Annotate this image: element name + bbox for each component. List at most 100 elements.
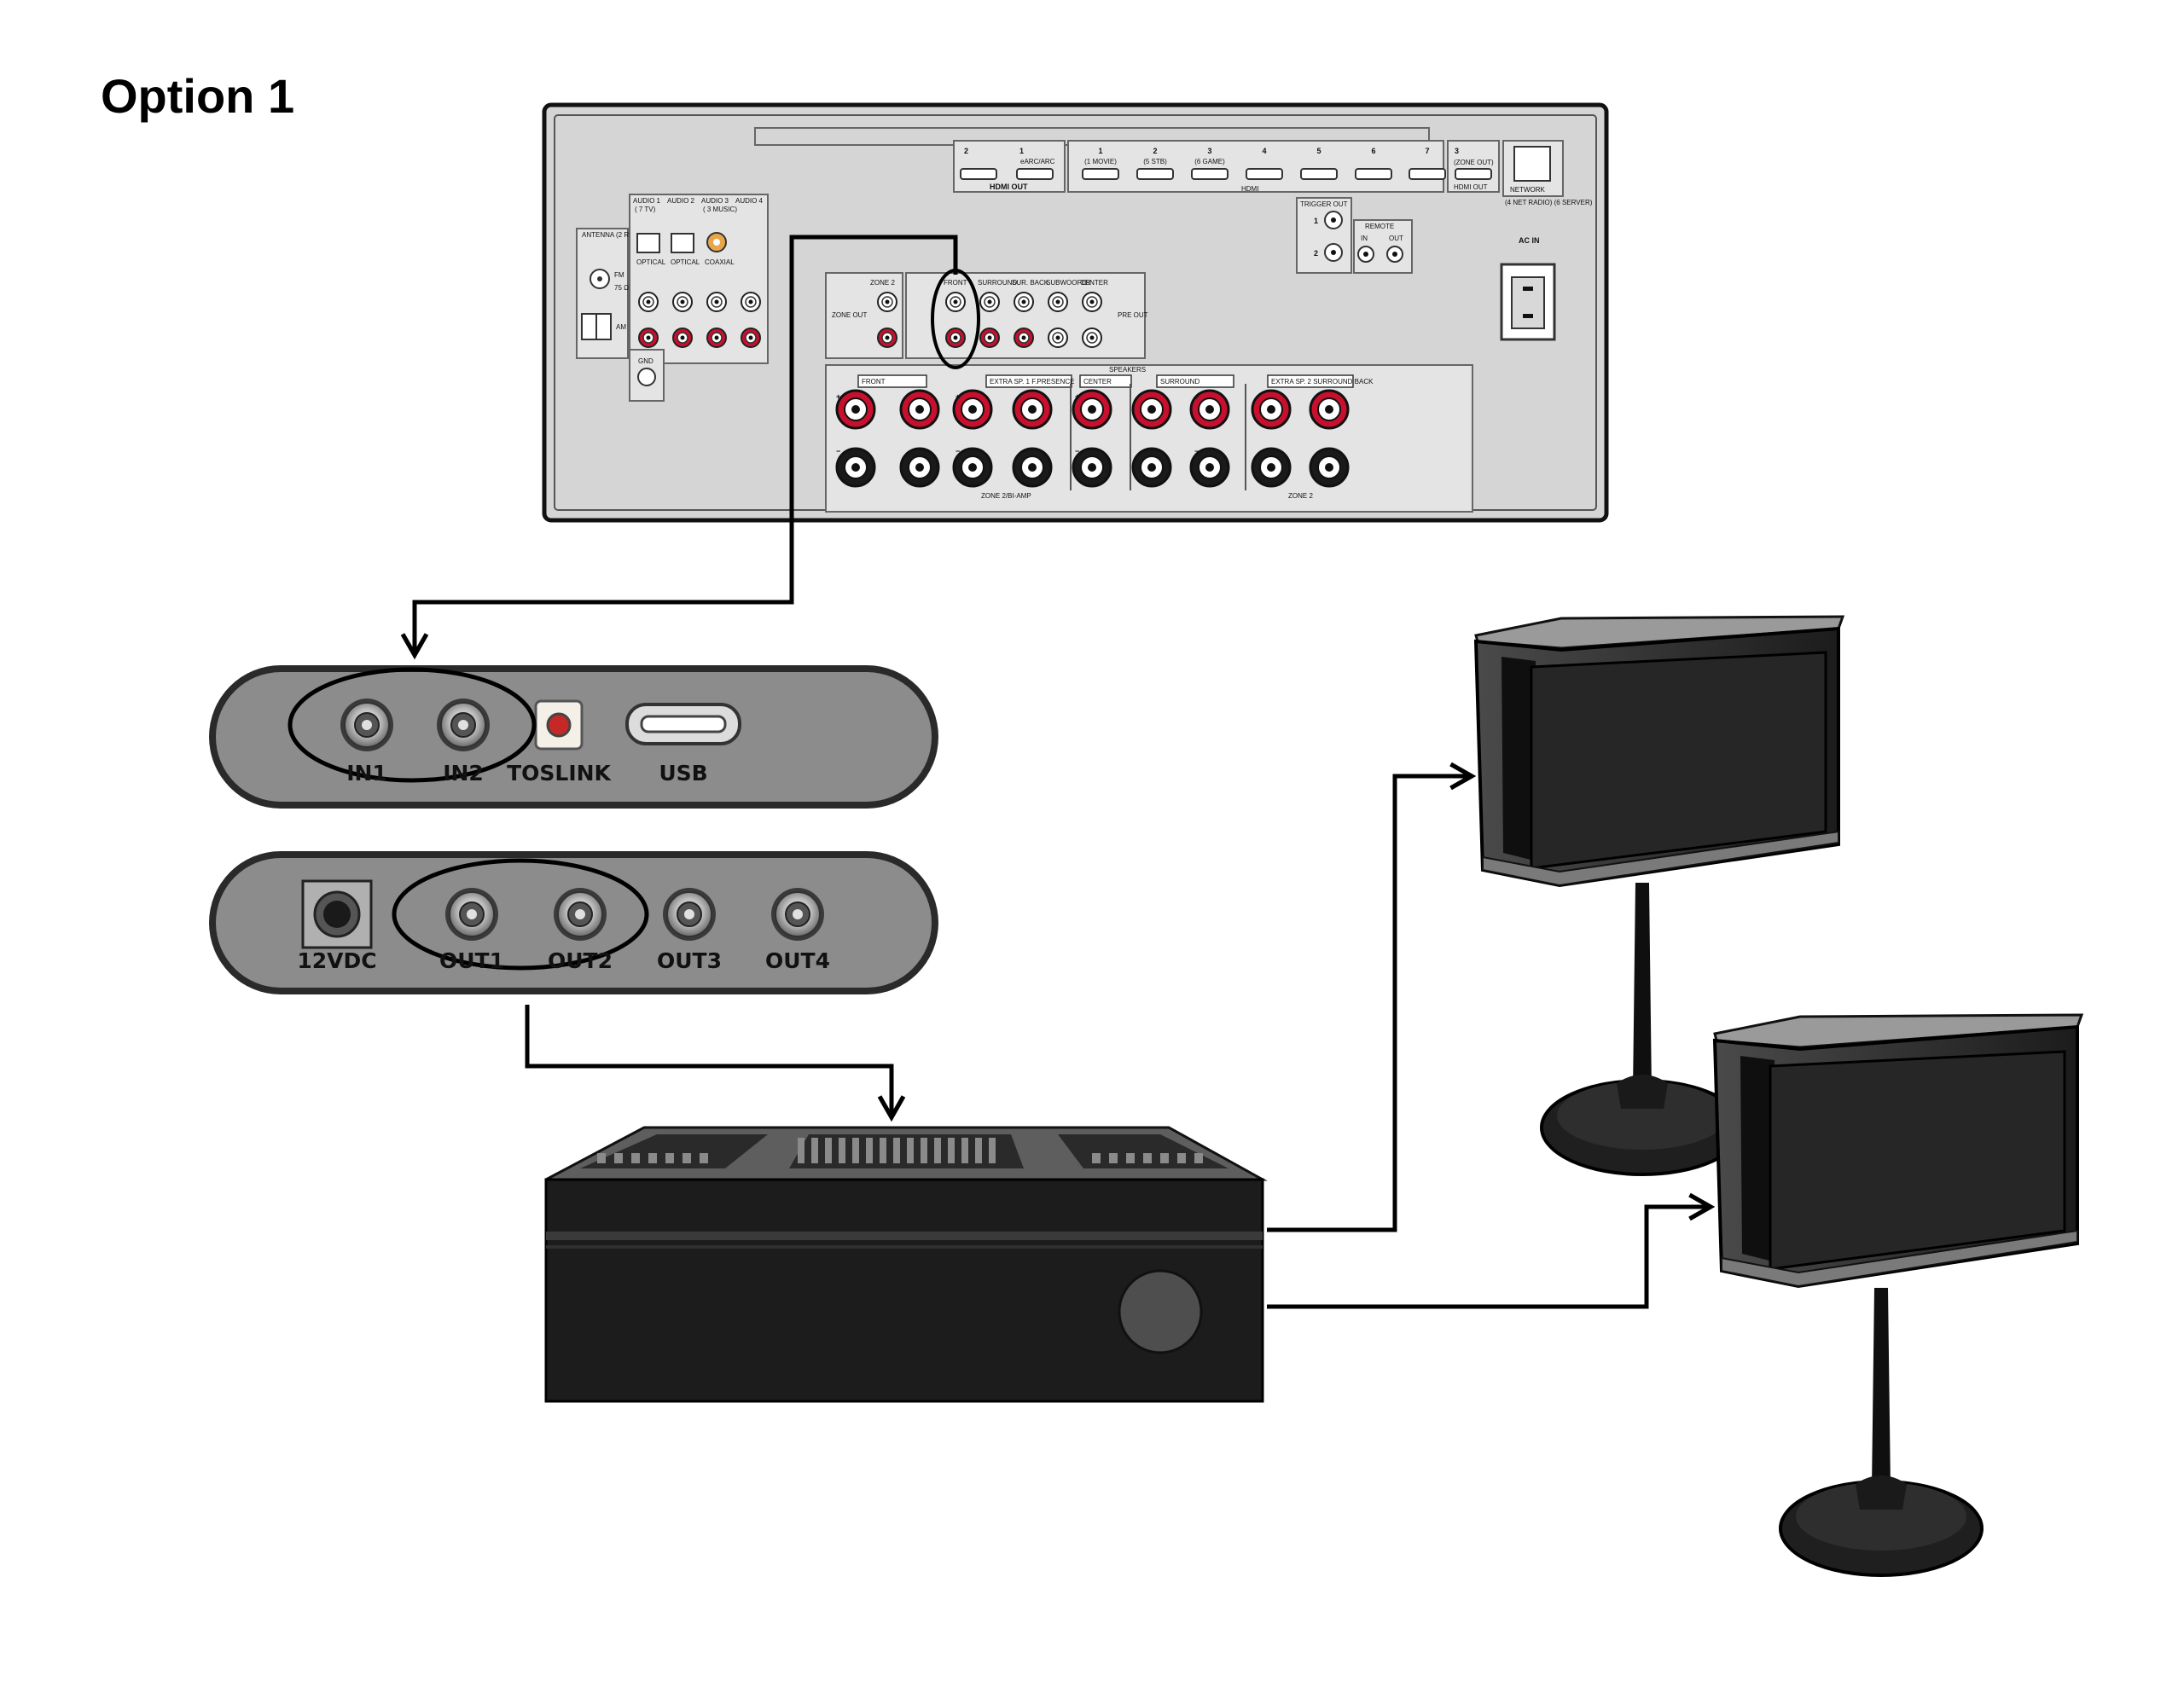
splitter-bottom-label-1: OUT1 <box>439 948 504 973</box>
amp-to-speaker1-cable <box>1267 762 1477 1232</box>
hdmi-in-6-number: 6 <box>1371 147 1375 155</box>
splitter-to-amp-cable <box>525 1005 906 1122</box>
fm-ohm-label: 75 Ω <box>614 284 629 292</box>
plus-sign-3: + <box>1194 392 1199 401</box>
audio-4-label: AUDIO 4 <box>735 197 764 205</box>
trigger-2-number: 2 <box>1314 249 1318 258</box>
pre-out-label: PRE OUT <box>1118 311 1148 319</box>
optical-port-1 <box>636 233 660 253</box>
remote-in-label: IN <box>1361 235 1368 242</box>
network-sub-label: (4 NET RADIO) (6 SERVER) <box>1505 199 1593 206</box>
preout-2-jack-b <box>1014 328 1034 348</box>
speaker-group-4-label: EXTRA SP. 2 SURROUND BACK <box>1271 378 1374 386</box>
preout-0-label: FRONT <box>944 279 967 287</box>
splitter-input-panel: IN1 IN2 TOSLINK USB <box>209 665 938 809</box>
speaker-left <box>1473 615 1845 1176</box>
speaker-terminal-2 <box>952 389 993 488</box>
out1-jack <box>445 888 498 941</box>
hdmi-in-5-port <box>1300 168 1338 180</box>
optical-port-2 <box>671 233 694 253</box>
audio-3-right-jack <box>706 328 727 348</box>
preout-0-jack-b <box>945 328 966 348</box>
hdmi-zone-out-port <box>1455 168 1492 180</box>
splitter-bottom-label-0: 12VDC <box>297 948 376 973</box>
audio-1-label: AUDIO 1 <box>633 197 661 205</box>
network-block: NETWORK (4 NET RADIO) (6 SERVER) <box>1502 140 1593 206</box>
speaker-terminal-7 <box>1251 389 1292 488</box>
splitter-bottom-label-4: OUT4 <box>765 948 830 973</box>
hdmi-in-3-port <box>1191 168 1228 180</box>
trigger-1-number: 1 <box>1314 217 1318 225</box>
network-port <box>1513 146 1551 182</box>
am-label: AM <box>616 323 626 331</box>
network-label: NETWORK <box>1510 186 1546 194</box>
splitter-top-label-2: TOSLINK <box>507 761 612 786</box>
minus-sign-1: − <box>956 447 960 455</box>
trigger-out-label: TRIGGER OUT <box>1300 200 1348 208</box>
hdmi-in-1-sub: (1 MOVIE) <box>1084 158 1117 165</box>
hdmi-in-7-number: 7 <box>1425 147 1429 155</box>
zone2-bottom-label: ZONE 2 <box>1288 492 1313 500</box>
minus-sign-0: − <box>836 447 840 455</box>
power-amplifier <box>544 1126 1268 1403</box>
audio-1-right-jack <box>638 328 659 348</box>
inputs-highlight <box>288 667 537 783</box>
hdmi-in-3-number: 3 <box>1207 147 1211 155</box>
plus-sign-2: + <box>1075 392 1079 401</box>
audio-2-right-jack <box>672 328 693 348</box>
splitter-top-label-3: USB <box>659 761 707 786</box>
hdmi-in-1-port <box>1082 168 1119 180</box>
audio-1-left-jack <box>638 292 659 312</box>
splitter-top-label-0: IN1 <box>346 761 387 786</box>
trigger-out-block: TRIGGER OUT 1 2 <box>1296 197 1352 274</box>
hdmi-zone-out-label: HDMI OUT <box>1454 183 1488 191</box>
speaker-terminal-5 <box>1131 389 1172 488</box>
remote-out-label: OUT <box>1389 235 1403 242</box>
audio-2-jack-label: OPTICAL <box>671 258 700 266</box>
page-title: Option 1 <box>101 69 295 123</box>
speaker-terminal-4 <box>1072 389 1112 488</box>
hdmi-in-3-sub: (6 GAME) <box>1194 158 1225 165</box>
hdmi-in-2-number: 2 <box>1153 147 1157 155</box>
hdmi-zone-out-number: 3 <box>1455 147 1459 155</box>
av-receiver-rear-panel: 2 1 eARC/ARC HDMI OUT 1(1 MOVIE)2(5 STB)… <box>542 102 1609 523</box>
audio-2-left-jack <box>672 292 693 312</box>
hdmi-out-earc-label: eARC/ARC <box>1020 158 1055 165</box>
audio-3-jack-label: COAXIAL <box>705 258 735 266</box>
preout-1-jack-a <box>979 292 1000 312</box>
zone-out-label: ZONE OUT <box>832 311 867 319</box>
audio-2-label: AUDIO 2 <box>667 197 695 205</box>
hdmi-in-label: HDMI <box>1241 185 1258 193</box>
antenna-block: ANTENNA (2 RADIO) FM 75 Ω AM <box>576 228 648 359</box>
hdmi-in-4-port <box>1246 168 1283 180</box>
plus-sign-0: + <box>836 392 840 401</box>
preout-1-label: SURROUND <box>978 279 1017 287</box>
hdmi-zone-out-block: 3 (ZONE OUT) HDMI OUT <box>1447 140 1500 193</box>
speaker-group-0-label: FRONT <box>862 378 886 386</box>
amp-volume-knob <box>1118 1269 1203 1354</box>
preout-4-jack-a <box>1082 292 1102 312</box>
hdmi-out-2-number: 2 <box>964 147 968 155</box>
remote-label: REMOTE <box>1365 223 1394 230</box>
audio-4-left-jack <box>741 292 761 312</box>
remote-block: REMOTE IN OUT <box>1353 219 1413 274</box>
speaker-group-1-label: EXTRA SP. 1 F.PRESENCE <box>990 378 1074 386</box>
preout-3-label: SUBWOOFER <box>1046 279 1091 287</box>
preout-2-label: SUR. BACK <box>1012 279 1049 287</box>
zone2-left-jack <box>877 292 897 312</box>
hdmi-out-block: 2 1 eARC/ARC HDMI OUT <box>953 140 1066 193</box>
speaker-group-2-label: CENTER <box>1083 378 1112 386</box>
audio-3-left-jack <box>706 292 727 312</box>
antenna-label: ANTENNA (2 RADIO) <box>582 231 648 239</box>
audio-1-sub: ( 7 TV) <box>635 206 656 213</box>
preout-3-jack-a <box>1048 292 1068 312</box>
splitter-top-label-1: IN2 <box>443 761 484 786</box>
speaker-right <box>1712 1013 2084 1577</box>
hdmi-zone-out-sub: (ZONE OUT) <box>1454 159 1494 166</box>
